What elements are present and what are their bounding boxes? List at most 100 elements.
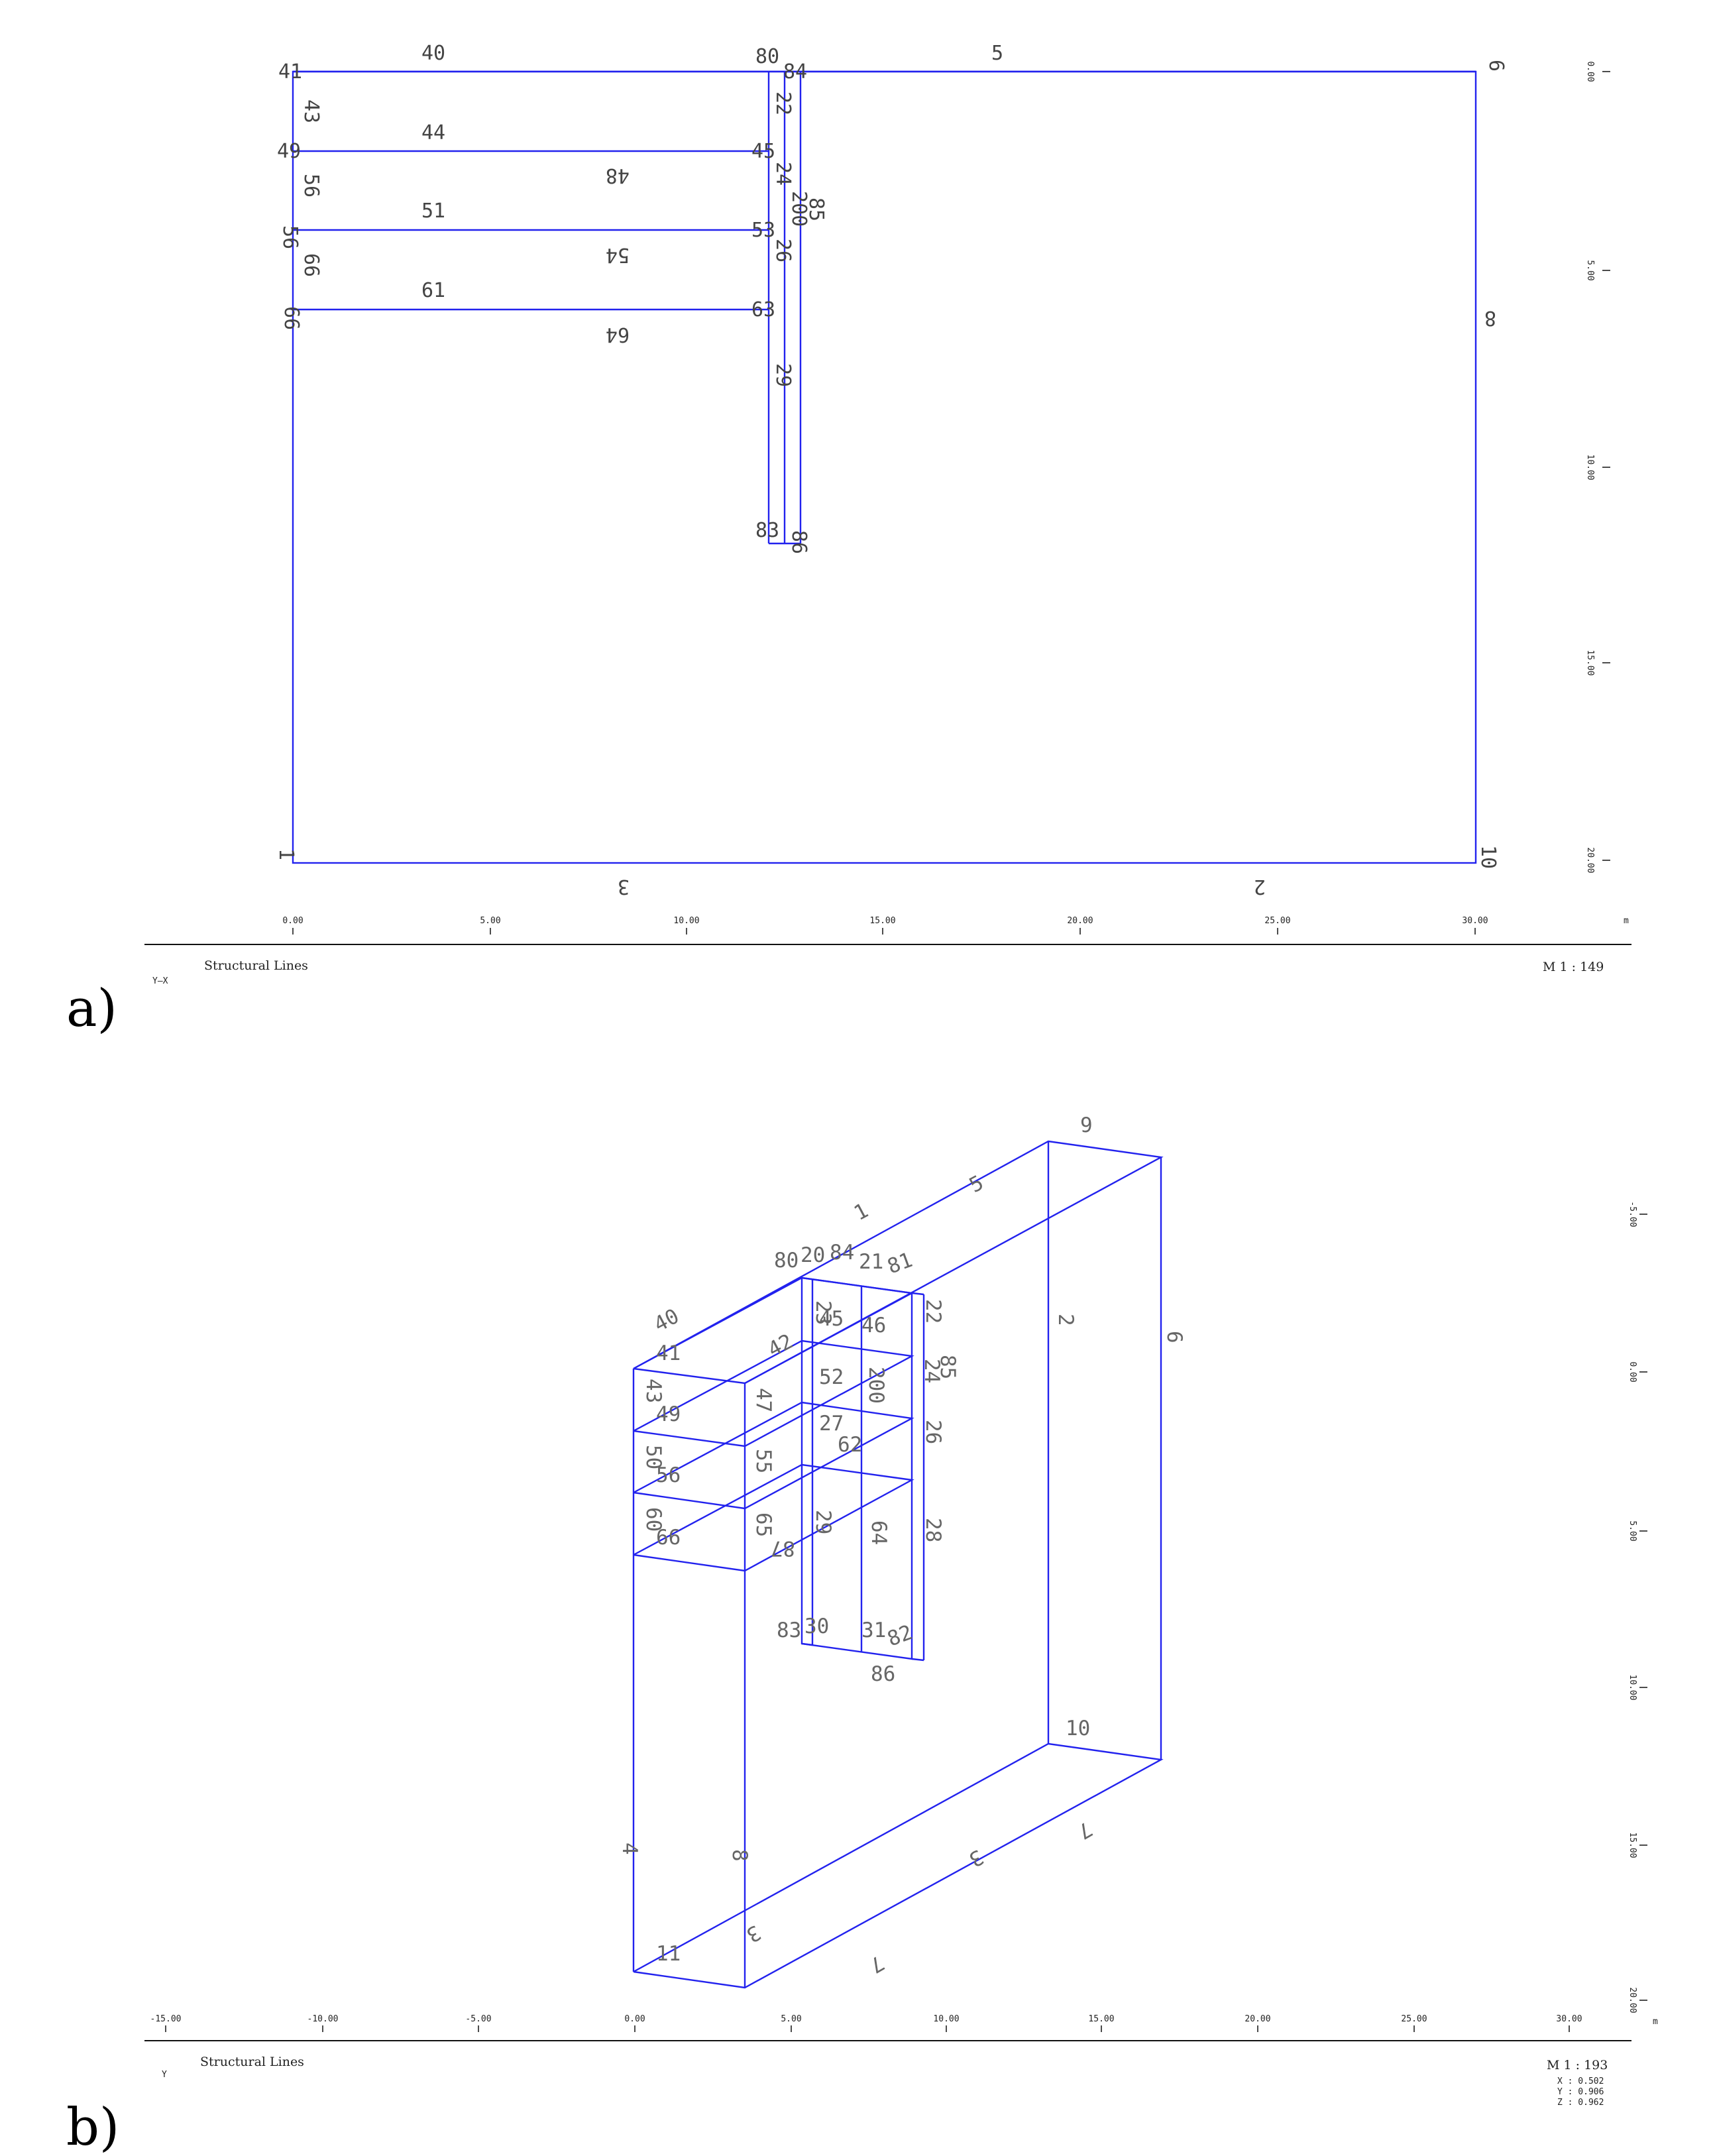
line-label: 84	[783, 60, 807, 84]
x-axis-a: 0.00 5.00 10.00 15.00 20.00 25.00 30.00 …	[144, 916, 1631, 945]
line-label: 85	[936, 1355, 960, 1379]
line-label: 62	[838, 1433, 862, 1457]
line-label: 24	[771, 162, 795, 186]
line-label: 29	[771, 363, 795, 387]
x-tick-label: -10.00	[307, 2014, 339, 2024]
line-labels-a: 40 41 43 44 49 56 48 51 56 66 54 61 66 6…	[274, 42, 1508, 898]
line-label: 7	[1074, 1817, 1096, 1844]
x-tick-label: -15.00	[150, 2014, 182, 2024]
line-label: 41	[656, 1341, 681, 1365]
line-label: 9	[1080, 1113, 1093, 1137]
y-tick-label: 0.00	[1585, 61, 1595, 82]
line-label: 48	[606, 164, 630, 187]
line-label: 8	[1484, 306, 1496, 329]
line-label: 28	[921, 1518, 945, 1542]
line-label: 66	[656, 1526, 681, 1550]
x-tick-label: 25.00	[1264, 916, 1290, 926]
y-tick-label: 15.00	[1585, 650, 1595, 675]
line-label: 200	[864, 1367, 888, 1404]
line-labels-b: 9 1 5 80 20 84 21 81 23 45 46 22 2 6 40 …	[618, 1113, 1186, 1978]
panel-b: 9 1 5 80 20 84 21 81 23 45 46 22 2 6 40 …	[66, 1113, 1658, 2156]
line-label: 8	[728, 1849, 751, 1862]
line-label: 64	[867, 1520, 891, 1545]
panel-a: 40 41 43 44 49 56 48 51 56 66 54 61 66 6…	[66, 42, 1631, 1039]
line-label: 40	[650, 1304, 683, 1337]
y-tick-label: 20.00	[1585, 847, 1595, 873]
line-label: 2	[1254, 875, 1266, 898]
line-label: 45	[751, 140, 775, 163]
line-label: 3	[965, 1844, 987, 1872]
line-label: 81	[884, 1248, 915, 1279]
line-label: 85	[804, 198, 828, 221]
line-label: 21	[859, 1250, 883, 1274]
panel-label-b: b)	[66, 2098, 119, 2156]
line-label: 47	[751, 1388, 775, 1412]
line-label: 64	[606, 323, 630, 346]
line-label: 66	[300, 253, 323, 277]
camera-x: X : 0.502	[1557, 2076, 1604, 2086]
wall-box[interactable]	[632, 1140, 1164, 1989]
line-label: 56	[656, 1463, 681, 1487]
line-label: 55	[751, 1449, 775, 1473]
line-label: 86	[787, 530, 810, 554]
line-label: 29	[811, 1510, 835, 1534]
line-label: 63	[751, 298, 775, 321]
x-tick-label: 10.00	[933, 2014, 959, 2024]
structural-line-outline[interactable]	[292, 70, 1477, 864]
y-tick-label: 15.00	[1628, 1832, 1637, 1858]
view-title: Structural Lines	[204, 958, 308, 973]
x-tick-label: 5.00	[781, 2014, 801, 2024]
y-tick-label: 5.00	[1628, 1520, 1637, 1541]
x-tick-label: 20.00	[1244, 2014, 1270, 2024]
column-block[interactable]	[801, 1277, 925, 1662]
line-label: 65	[751, 1512, 775, 1537]
line-label: 82	[884, 1620, 915, 1652]
line-label: 200	[787, 191, 810, 227]
line-label: 27	[819, 1412, 844, 1436]
line-label: 6	[1484, 60, 1508, 72]
line-label: 54	[606, 243, 630, 266]
line-label: 43	[641, 1379, 665, 1403]
line-label: 66	[280, 306, 303, 330]
view-title: Structural Lines	[200, 2055, 304, 2069]
line-label: 30	[804, 1615, 829, 1638]
line-label: 49	[656, 1402, 681, 1426]
line-label: 22	[771, 91, 795, 115]
line-label: 80	[755, 45, 779, 68]
line-label: 46	[861, 1314, 886, 1337]
y-tick-label: 0.00	[1628, 1361, 1637, 1382]
x-tick-label: 15.00	[869, 916, 895, 926]
line-label: 1	[850, 1199, 872, 1226]
line-label: 26	[771, 239, 795, 262]
scale-label: M 1 : 149	[1543, 960, 1604, 974]
y-axis-a: 0.00 5.00 10.00 15.00 20.00	[1585, 61, 1610, 874]
line-label: 7	[865, 1951, 888, 1978]
line-label: 4	[618, 1843, 641, 1855]
y-tick-label: 10.00	[1628, 1674, 1637, 1700]
line-label: 3	[618, 875, 630, 898]
camera-z: Z : 0.962	[1557, 2098, 1604, 2108]
x-tick-label: 0.00	[624, 2014, 645, 2024]
y-tick-label: 5.00	[1585, 260, 1595, 280]
line-label: 45	[819, 1307, 844, 1331]
camera-y: Y : 0.906	[1557, 2087, 1604, 2097]
line-label: 56	[278, 225, 302, 249]
axis-mark: Y—X	[152, 976, 168, 986]
line-label: 11	[656, 1942, 681, 1966]
scale-label: M 1 : 193	[1547, 2058, 1608, 2072]
panel-label-a: a)	[66, 979, 117, 1039]
x-tick-label: -5.00	[465, 2014, 491, 2024]
x-tick-label: 30.00	[1556, 2014, 1582, 2024]
y-axis-b: -5.00 0.00 5.00 10.00 15.00 20.00	[1628, 1201, 1647, 2014]
line-label: 50	[641, 1445, 665, 1469]
x-tick-label: 20.00	[1067, 916, 1093, 926]
line-label: 52	[819, 1365, 844, 1389]
x-tick-label: 10.00	[673, 916, 699, 926]
line-label: 1	[274, 848, 298, 860]
line-label: 31	[861, 1618, 886, 1642]
line-label: 80	[774, 1249, 799, 1273]
line-label: 49	[277, 140, 301, 163]
line-label: 53	[751, 219, 775, 242]
line-label: 10	[1476, 845, 1500, 869]
y-tick-label: 10.00	[1585, 454, 1595, 480]
